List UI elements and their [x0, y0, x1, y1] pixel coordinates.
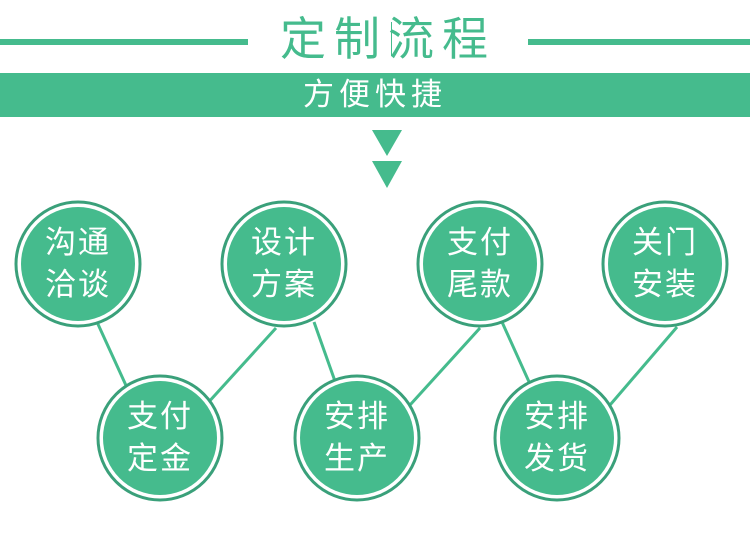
step-label-line: 方案 — [251, 267, 317, 303]
step-label-2: 支付 定金 — [105, 396, 215, 480]
step-node-1 — [14, 200, 142, 328]
title-rule-left — [0, 39, 248, 45]
step-label-line: 关门 — [632, 225, 698, 261]
step-label-line: 安排 — [524, 399, 590, 435]
step-node-4 — [293, 374, 421, 502]
title-rule-right — [528, 39, 750, 45]
step-label-4: 安排 生产 — [302, 396, 412, 480]
subtitle-band — [0, 73, 750, 117]
step-label-6: 安排 发货 — [502, 396, 612, 480]
step-label-3: 设计 方案 — [229, 222, 339, 306]
step-node-5 — [416, 200, 544, 328]
step-node-6 — [493, 374, 621, 502]
page-title: 定制流程 — [280, 12, 496, 66]
step-label-line: 安装 — [632, 267, 698, 303]
step-label-1: 沟通 洽谈 — [23, 222, 133, 306]
step-label-line: 尾款 — [447, 267, 513, 303]
step-label-line: 生产 — [324, 441, 390, 477]
step-node-2 — [96, 374, 224, 502]
step-label-line: 安排 — [324, 399, 390, 435]
step-label-line: 发货 — [524, 441, 590, 477]
connector-3-4 — [312, 321, 338, 385]
chevron-down-icon — [372, 161, 402, 188]
step-label-line: 设计 — [251, 225, 317, 261]
step-label-line: 支付 — [127, 399, 193, 435]
title-separator — [391, 22, 392, 56]
step-label-7: 关门 安装 — [610, 222, 720, 306]
connector-2-3 — [204, 326, 278, 407]
connector-5-6 — [500, 321, 532, 385]
step-label-line: 定金 — [127, 441, 193, 477]
connector-4-5 — [408, 326, 482, 407]
chevron-down-icon — [372, 130, 402, 156]
page-subtitle: 方便快捷 — [303, 77, 447, 113]
step-node-3 — [220, 200, 348, 328]
step-label-5: 支付 尾款 — [425, 222, 535, 306]
step-node-7 — [601, 200, 729, 328]
connector-6-7 — [608, 326, 679, 406]
step-label-line: 洽谈 — [45, 267, 111, 303]
connector-1-2 — [95, 321, 131, 393]
step-label-line: 沟通 — [45, 225, 111, 261]
step-label-line: 支付 — [447, 225, 513, 261]
